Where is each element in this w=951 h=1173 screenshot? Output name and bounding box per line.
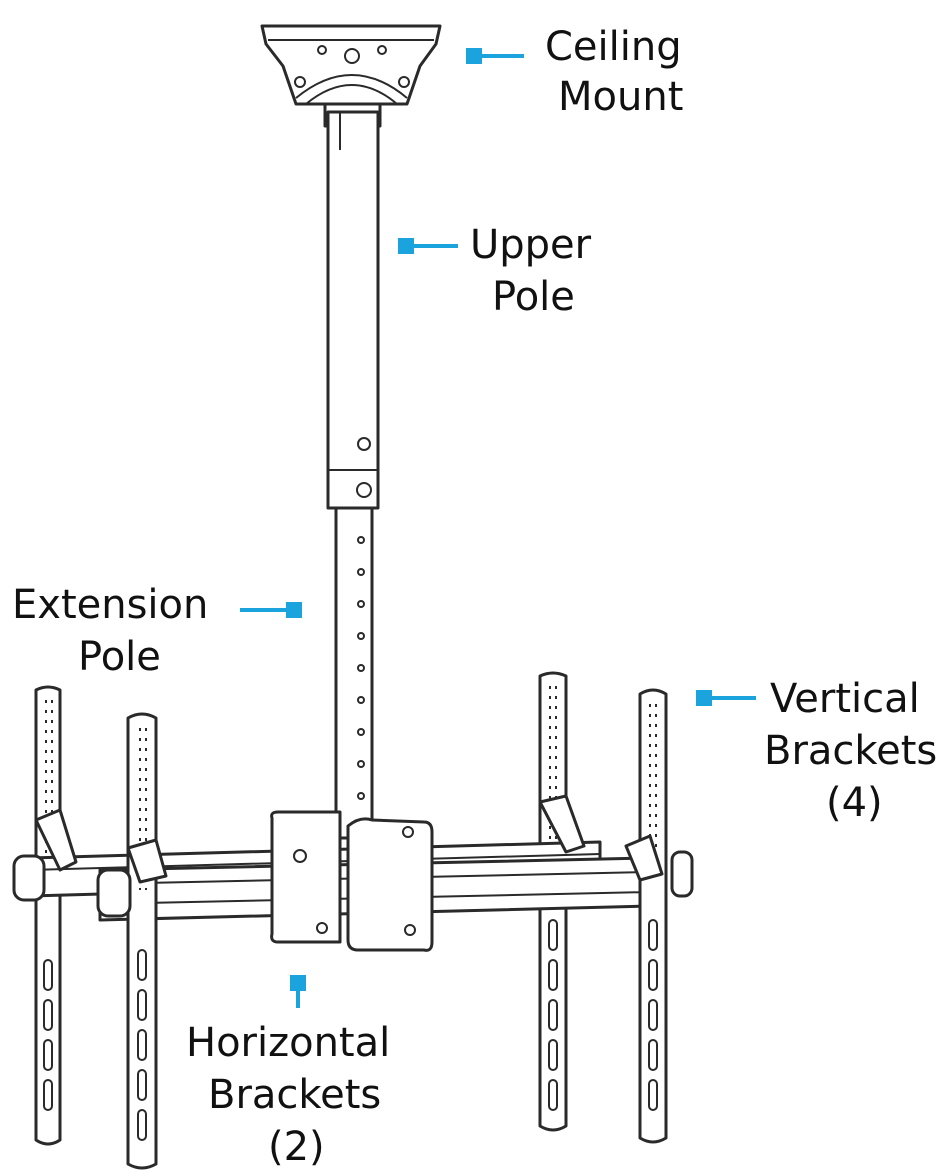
front-vertical-brackets: [126, 688, 668, 1170]
label-line: Extension: [12, 582, 208, 628]
extension-pole: [334, 506, 374, 840]
callout-horizontal-brackets: [290, 975, 306, 1008]
label-upper-pole: Upper Pole: [470, 222, 592, 320]
label-line: Horizontal: [186, 1020, 390, 1066]
upper-pole: [326, 110, 380, 510]
label-line: Brackets: [208, 1072, 381, 1118]
label-line: Mount: [558, 74, 683, 120]
callout-marker: [286, 602, 302, 618]
label-line: Vertical: [770, 676, 920, 722]
callout-ceiling-mount: [466, 48, 524, 64]
label-line: Upper: [470, 222, 592, 268]
callout-extension-pole: [240, 602, 302, 618]
label-line: Pole: [78, 634, 161, 680]
callout-marker: [398, 238, 414, 254]
label-ceiling-mount: Ceiling Mount: [545, 24, 683, 120]
extension-pole-holes: [357, 536, 365, 800]
callout-marker: [696, 690, 712, 706]
rear-vertical-brackets: [34, 671, 568, 1146]
callout-vertical-brackets: [696, 690, 756, 706]
label-vertical-brackets: Vertical Brackets (4): [764, 676, 937, 826]
callout-upper-pole: [398, 238, 458, 254]
label-line: Pole: [492, 274, 575, 320]
label-line: Ceiling: [545, 24, 682, 70]
callout-marker: [290, 975, 306, 991]
label-line: (2): [268, 1124, 325, 1170]
label-line: (4): [826, 780, 883, 826]
bracket-hooks: [34, 794, 664, 884]
label-extension-pole: Extension Pole: [12, 582, 208, 680]
clamp-assembly: [270, 810, 434, 952]
callout-marker: [466, 48, 482, 64]
bracket-hole-patterns: [43, 686, 658, 1141]
end-knobs: [12, 850, 694, 918]
label-line: Brackets: [764, 728, 937, 774]
label-horizontal-brackets: Horizontal Brackets (2): [186, 1020, 390, 1170]
